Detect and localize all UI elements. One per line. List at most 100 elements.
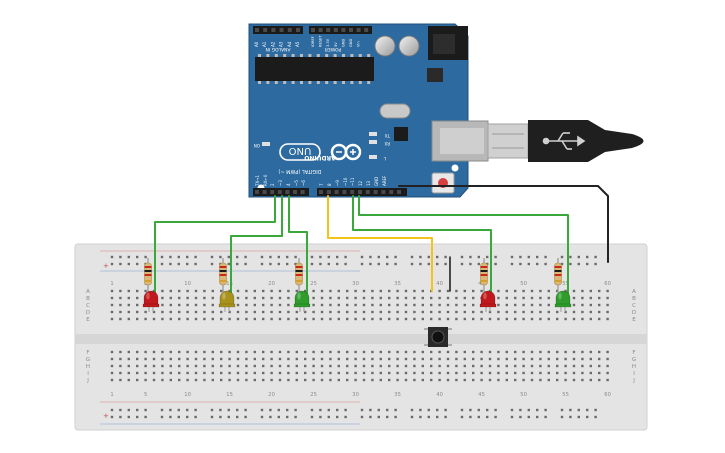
- breadboard-hole: [161, 296, 164, 300]
- breadboard-hole: [278, 289, 282, 293]
- header-pins: [255, 28, 401, 194]
- rail-hole: [419, 255, 422, 259]
- breadboard-hole: [371, 371, 374, 375]
- breadboard-hole: [455, 289, 458, 293]
- breadboard-hole: [136, 296, 139, 300]
- header-pin: [341, 28, 346, 32]
- rail-hole: [227, 255, 230, 259]
- breadboard-hole: [396, 289, 399, 293]
- breadboard-hole: [530, 303, 534, 307]
- breadboard-hole: [598, 310, 601, 314]
- breadboard-hole: [236, 289, 240, 293]
- rail-hole: [377, 415, 380, 419]
- breadboard-hole: [463, 357, 466, 361]
- row-letter: A: [632, 289, 636, 295]
- rail-hole: [519, 262, 522, 266]
- led-rim: [554, 303, 572, 308]
- rail-hole: [110, 415, 114, 419]
- rail-hole: [594, 415, 597, 419]
- resistor-band: [219, 274, 227, 276]
- breadboard-hole: [236, 317, 240, 321]
- breadboard-hole: [589, 303, 592, 307]
- digital-pin-label: 12: [358, 180, 363, 186]
- breadboard-hole: [354, 357, 357, 361]
- breadboard-hole: [236, 310, 240, 314]
- breadboard-hole: [194, 303, 198, 307]
- breadboard-hole: [144, 364, 147, 368]
- breadboard-hole: [430, 371, 433, 375]
- breadboard-hole: [539, 317, 542, 321]
- breadboard-hole: [245, 364, 248, 368]
- breadboard-hole: [346, 296, 349, 300]
- rail-hole: [369, 255, 372, 259]
- rail-hole: [210, 415, 214, 419]
- breadboard-hole: [497, 371, 500, 375]
- breadboard-hole: [287, 371, 290, 375]
- rail-hole: [319, 262, 322, 266]
- breadboard-hole: [245, 289, 248, 293]
- rail-hole: [510, 262, 514, 266]
- resistor-band: [554, 274, 562, 276]
- breadboard-hole: [455, 371, 458, 375]
- header-pin: [277, 190, 282, 194]
- rail-hole: [360, 262, 364, 266]
- breadboard-hole: [228, 378, 231, 382]
- breadboard-hole: [304, 357, 307, 361]
- breadboard-hole: [404, 296, 408, 300]
- breadboard-hole: [278, 357, 282, 361]
- breadboard-hole: [572, 289, 576, 293]
- breadboard-hole: [220, 317, 223, 321]
- led-yellow: [218, 290, 236, 312]
- breadboard-hole: [556, 289, 559, 293]
- row-letter: J: [86, 378, 89, 384]
- breadboard-hole: [438, 378, 441, 382]
- rail-hole: [294, 262, 297, 266]
- rail-hole: [177, 415, 180, 419]
- analog-header: [253, 26, 303, 34]
- breadboard-hole: [455, 357, 458, 361]
- breadboard-hole: [119, 317, 122, 321]
- breadboard-hole: [329, 357, 332, 361]
- breadboard-hole: [413, 296, 416, 300]
- breadboard-hole: [480, 317, 483, 321]
- breadboard-hole: [388, 289, 391, 293]
- breadboard-hole: [463, 317, 466, 321]
- breadboard-hole: [337, 317, 340, 321]
- rail-hole: [536, 415, 539, 419]
- breadboard-hole: [413, 310, 416, 314]
- breadboard-hole: [329, 310, 332, 314]
- rail-hole: [260, 255, 264, 259]
- rail-hole: [127, 262, 130, 266]
- rail-hole: [544, 262, 547, 266]
- rail-hole: [460, 408, 464, 412]
- breadboard-hole: [161, 371, 164, 375]
- breadboard-hole: [598, 371, 601, 375]
- pushbutton[interactable]: [424, 327, 452, 347]
- breadboard-hole: [396, 364, 399, 368]
- breadboard-hole: [472, 371, 475, 375]
- chip-pin: [283, 54, 287, 57]
- breadboard-hole: [110, 350, 114, 354]
- rail-hole: [277, 408, 280, 412]
- rail-hole: [369, 408, 372, 412]
- rail-hole: [144, 415, 147, 419]
- breadboard-hole: [488, 371, 492, 375]
- breadboard-hole: [178, 296, 181, 300]
- wire-green-led2: [230, 195, 283, 303]
- breadboard-hole: [287, 317, 290, 321]
- breadboard-hole: [598, 289, 601, 293]
- breadboard-hole: [539, 310, 542, 314]
- rail-hole: [177, 255, 180, 259]
- breadboard-hole: [144, 317, 147, 321]
- breadboard-hole: [262, 378, 265, 382]
- pushbutton-cap[interactable]: [431, 330, 445, 344]
- crystal: [379, 103, 411, 119]
- rail-hole: [577, 262, 580, 266]
- column-number: 55: [562, 392, 569, 398]
- breadboard-hole: [530, 350, 534, 354]
- breadboard-hole: [472, 303, 475, 307]
- breadboard-hole: [371, 317, 374, 321]
- row-letter: B: [632, 296, 636, 302]
- breadboard-hole: [203, 350, 206, 354]
- resistor-band: [554, 270, 562, 272]
